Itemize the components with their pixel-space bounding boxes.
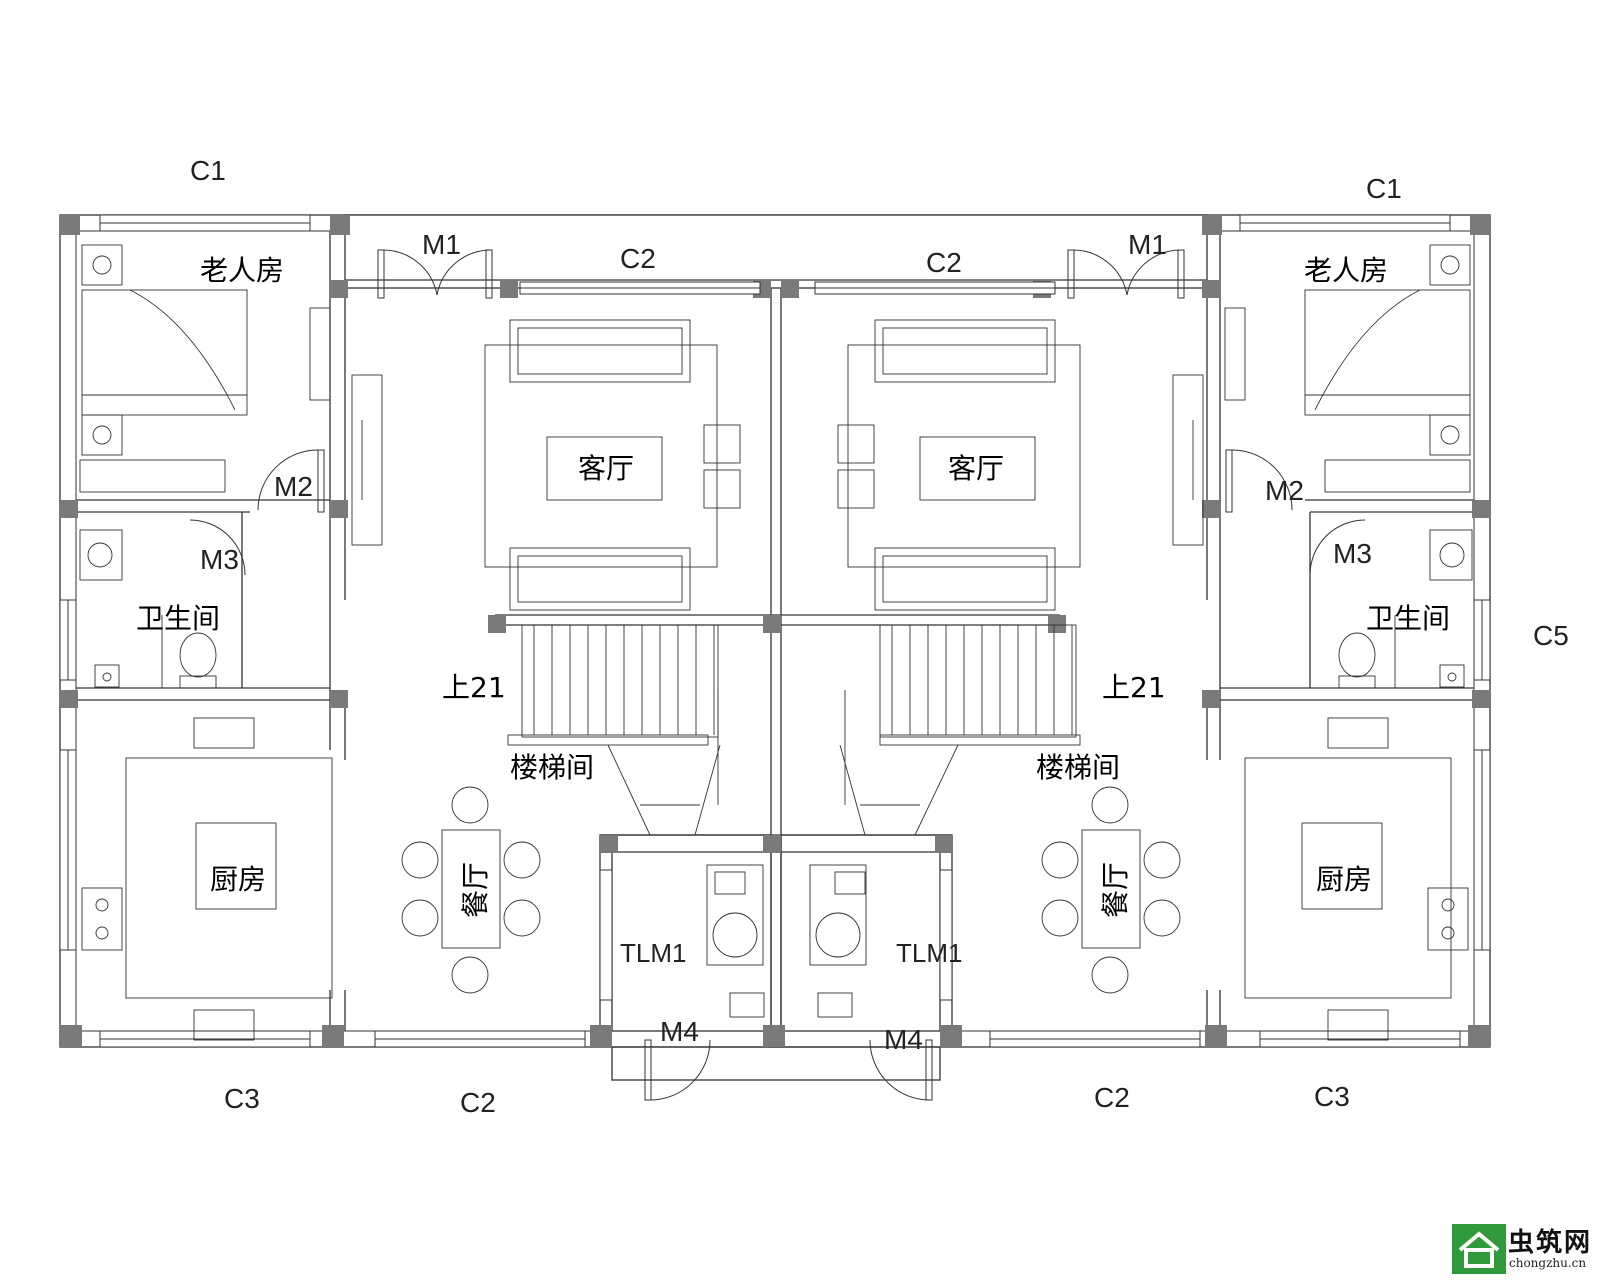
tag-c2-top-right: C2 bbox=[926, 247, 962, 278]
site-logo: 虫筑网 chongzhu.cn bbox=[1452, 1224, 1592, 1274]
windows bbox=[59, 214, 1491, 1048]
room-label-kitchen-left: 厨房 bbox=[210, 863, 266, 896]
room-label-elder-right: 老人房 bbox=[1304, 254, 1388, 287]
laundry-fixtures bbox=[706, 864, 867, 1018]
tag-c5-right: C5 bbox=[1533, 620, 1569, 651]
tag-c1-left: C1 bbox=[190, 155, 226, 186]
tag-c2-bottom-left: C2 bbox=[460, 1087, 496, 1118]
beds bbox=[79, 244, 1471, 493]
room-label-dining-left: 餐厅 bbox=[459, 862, 492, 918]
tag-m3-left: M3 bbox=[200, 544, 239, 575]
tag-c3-right: C3 bbox=[1314, 1081, 1350, 1112]
kitchen-fixtures bbox=[81, 717, 1469, 1041]
room-label-living-right: 客厅 bbox=[948, 452, 1004, 485]
room-label-stair-left: 楼梯间 bbox=[510, 751, 594, 784]
doors bbox=[189, 249, 1366, 1101]
tag-m1-right: M1 bbox=[1128, 229, 1167, 260]
logo-url: chongzhu.cn bbox=[1509, 1256, 1587, 1270]
tag-c2-bottom-right: C2 bbox=[1094, 1082, 1130, 1113]
stair-up-right: 上21 bbox=[1102, 671, 1166, 704]
stairs bbox=[507, 624, 1081, 836]
structural-columns bbox=[60, 215, 1490, 1047]
room-label-kitchen-right: 厨房 bbox=[1316, 863, 1372, 896]
tag-m2-right: M2 bbox=[1265, 475, 1304, 506]
tag-m4-left: M4 bbox=[660, 1016, 699, 1047]
tag-m2-left: M2 bbox=[274, 471, 313, 502]
stair-up-left: 上21 bbox=[442, 671, 506, 704]
tag-tlm1-right: TLM1 bbox=[896, 938, 962, 968]
tag-m1-left: M1 bbox=[422, 229, 461, 260]
room-label-stair-right: 楼梯间 bbox=[1036, 751, 1120, 784]
bath-fixtures bbox=[79, 529, 1473, 689]
room-label-elder-left: 老人房 bbox=[200, 254, 284, 287]
tag-tlm1-left: TLM1 bbox=[620, 938, 686, 968]
tag-c2-top-left: C2 bbox=[620, 243, 656, 274]
room-label-dining-right: 餐厅 bbox=[1099, 862, 1132, 918]
house-logo-icon bbox=[1452, 1224, 1506, 1274]
tag-m4-right: M4 bbox=[884, 1024, 923, 1055]
room-label-bath-left: 卫生间 bbox=[136, 602, 220, 635]
logo-name: 虫筑网 bbox=[1508, 1228, 1593, 1258]
tag-m3-right: M3 bbox=[1333, 538, 1372, 569]
living-furniture bbox=[309, 307, 1246, 611]
room-label-living-left: 客厅 bbox=[578, 452, 634, 485]
dining-sets bbox=[401, 786, 1181, 994]
tag-c1-right: C1 bbox=[1366, 173, 1402, 204]
tag-c3-left: C3 bbox=[224, 1083, 260, 1114]
room-label-bath-right: 卫生间 bbox=[1366, 602, 1450, 635]
